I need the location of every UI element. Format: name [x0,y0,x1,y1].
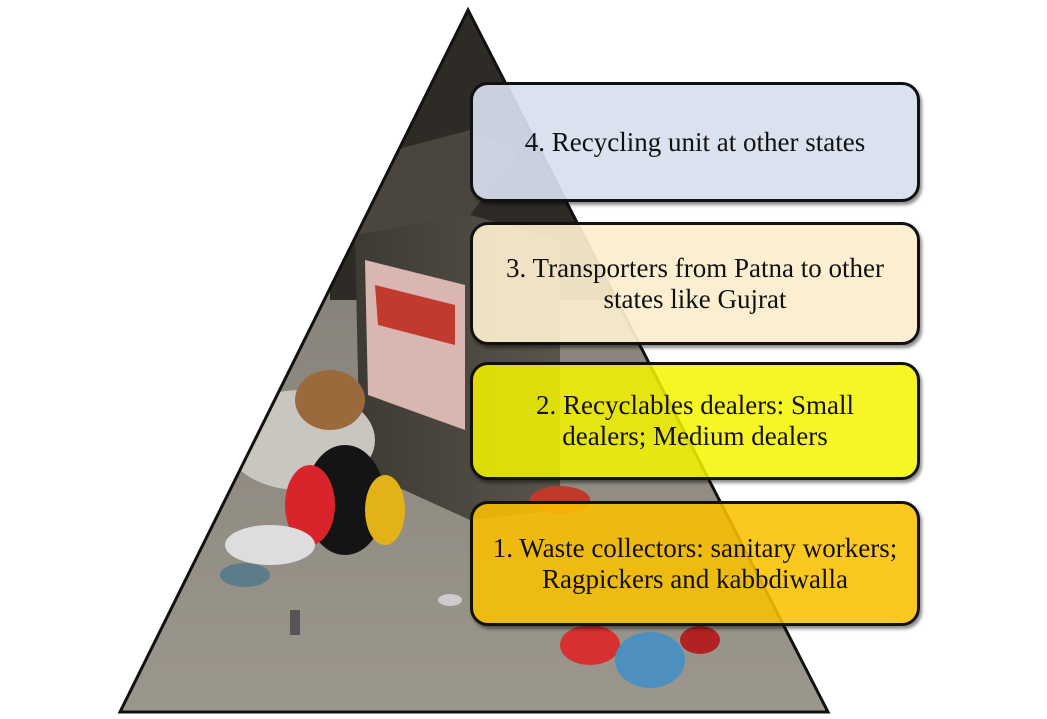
tier-2-recyclables-dealers: 2. Recyclables dealers: Small dealers; M… [470,362,920,480]
tier-4-label: 4. Recycling unit at other states [524,126,866,157]
tier-3-label: 3. Transporters from Patna to other stat… [506,252,884,314]
tier-1-label: 1. Waste collectors: sanitary workers; R… [492,532,898,594]
tier-2-label: 2. Recyclables dealers: Small dealers; M… [536,390,854,451]
tier-3-transporters: 3. Transporters from Patna to other stat… [470,222,920,345]
tier-1-waste-collectors: 1. Waste collectors: sanitary workers; R… [470,501,920,626]
tier-4-recycling-unit: 4. Recycling unit at other states [470,82,920,202]
